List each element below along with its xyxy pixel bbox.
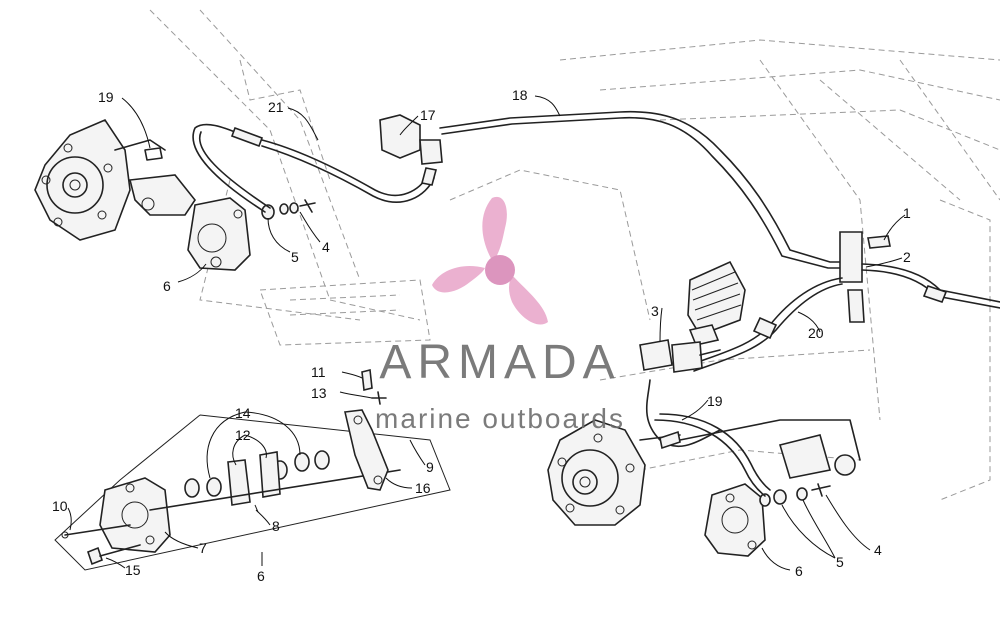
callout-4-left: 4: [322, 239, 330, 255]
watermark-tagline: marine outboards: [375, 403, 625, 434]
piston-seals-14: [184, 450, 330, 498]
callout-5-right: 5: [836, 554, 844, 570]
left-wheel-hub: [34, 119, 166, 241]
bolt-15: [87, 544, 141, 566]
callout-15: 15: [125, 562, 141, 578]
propeller-hub: [485, 255, 515, 285]
callout-5-left: 5: [291, 249, 299, 265]
callout-7: 7: [199, 540, 207, 556]
shock-absorber: [687, 260, 746, 346]
left-caliper: [187, 197, 251, 271]
callout-6-exploded: 6: [257, 568, 265, 584]
bleed-screw-11: [361, 369, 387, 405]
right-wheel-hub: [547, 419, 681, 526]
callout-3: 3: [651, 303, 659, 319]
callout-8: 8: [272, 518, 280, 534]
guide-pin-10: [61, 524, 131, 539]
callout-18: 18: [512, 87, 528, 103]
master-cylinder-3: [639, 339, 721, 448]
callout-13: 13: [311, 385, 327, 401]
right-banjo-washers: [759, 483, 831, 507]
brake-line-2: [861, 263, 1000, 309]
callout-9: 9: [426, 459, 434, 475]
callout-6-right: 6: [795, 563, 803, 579]
callout-4-right: 4: [874, 542, 882, 558]
armada-watermark: ARMADA marine outboards: [375, 196, 625, 434]
rear-suspension-arm: [679, 419, 861, 479]
callout-17: 17: [420, 107, 436, 123]
brake-hose-21: [192, 123, 437, 213]
callout-labels: 19 21 17 18 1 2 3 20 19 5 4 6 11 13 14 1…: [52, 87, 911, 584]
callout-6-left: 6: [163, 278, 171, 294]
callout-16: 16: [415, 480, 431, 496]
exploded-caliper-frame: [54, 414, 451, 571]
callout-2: 2: [903, 249, 911, 265]
clip-bracket-17: [379, 114, 443, 165]
callout-19-left: 19: [98, 89, 114, 105]
caliper-body-7: [99, 477, 171, 553]
callout-20: 20: [808, 325, 824, 341]
callout-12: 12: [235, 427, 251, 443]
callout-21: 21: [268, 99, 284, 115]
leader-lines: [67, 95, 906, 571]
brake-junction-block: [839, 231, 891, 323]
brake-pads-12: [227, 451, 281, 506]
brake-line-20: [689, 277, 843, 372]
right-caliper: [704, 483, 766, 557]
vehicle-frame-sketch: [149, 9, 1000, 501]
watermark-brand: ARMADA: [379, 336, 620, 389]
callout-19-right: 19: [707, 393, 723, 409]
brake-hose-19-right: [654, 413, 771, 497]
left-knuckle: [129, 147, 196, 216]
callout-11: 11: [311, 364, 326, 380]
callout-14: 14: [235, 405, 251, 421]
callout-10: 10: [52, 498, 68, 514]
caliper-bracket-16: [344, 409, 389, 491]
propeller-logo-icon: [432, 196, 548, 325]
left-banjo-washers: [261, 199, 316, 220]
brake-line-18: [439, 110, 851, 269]
callout-1: 1: [903, 205, 911, 221]
